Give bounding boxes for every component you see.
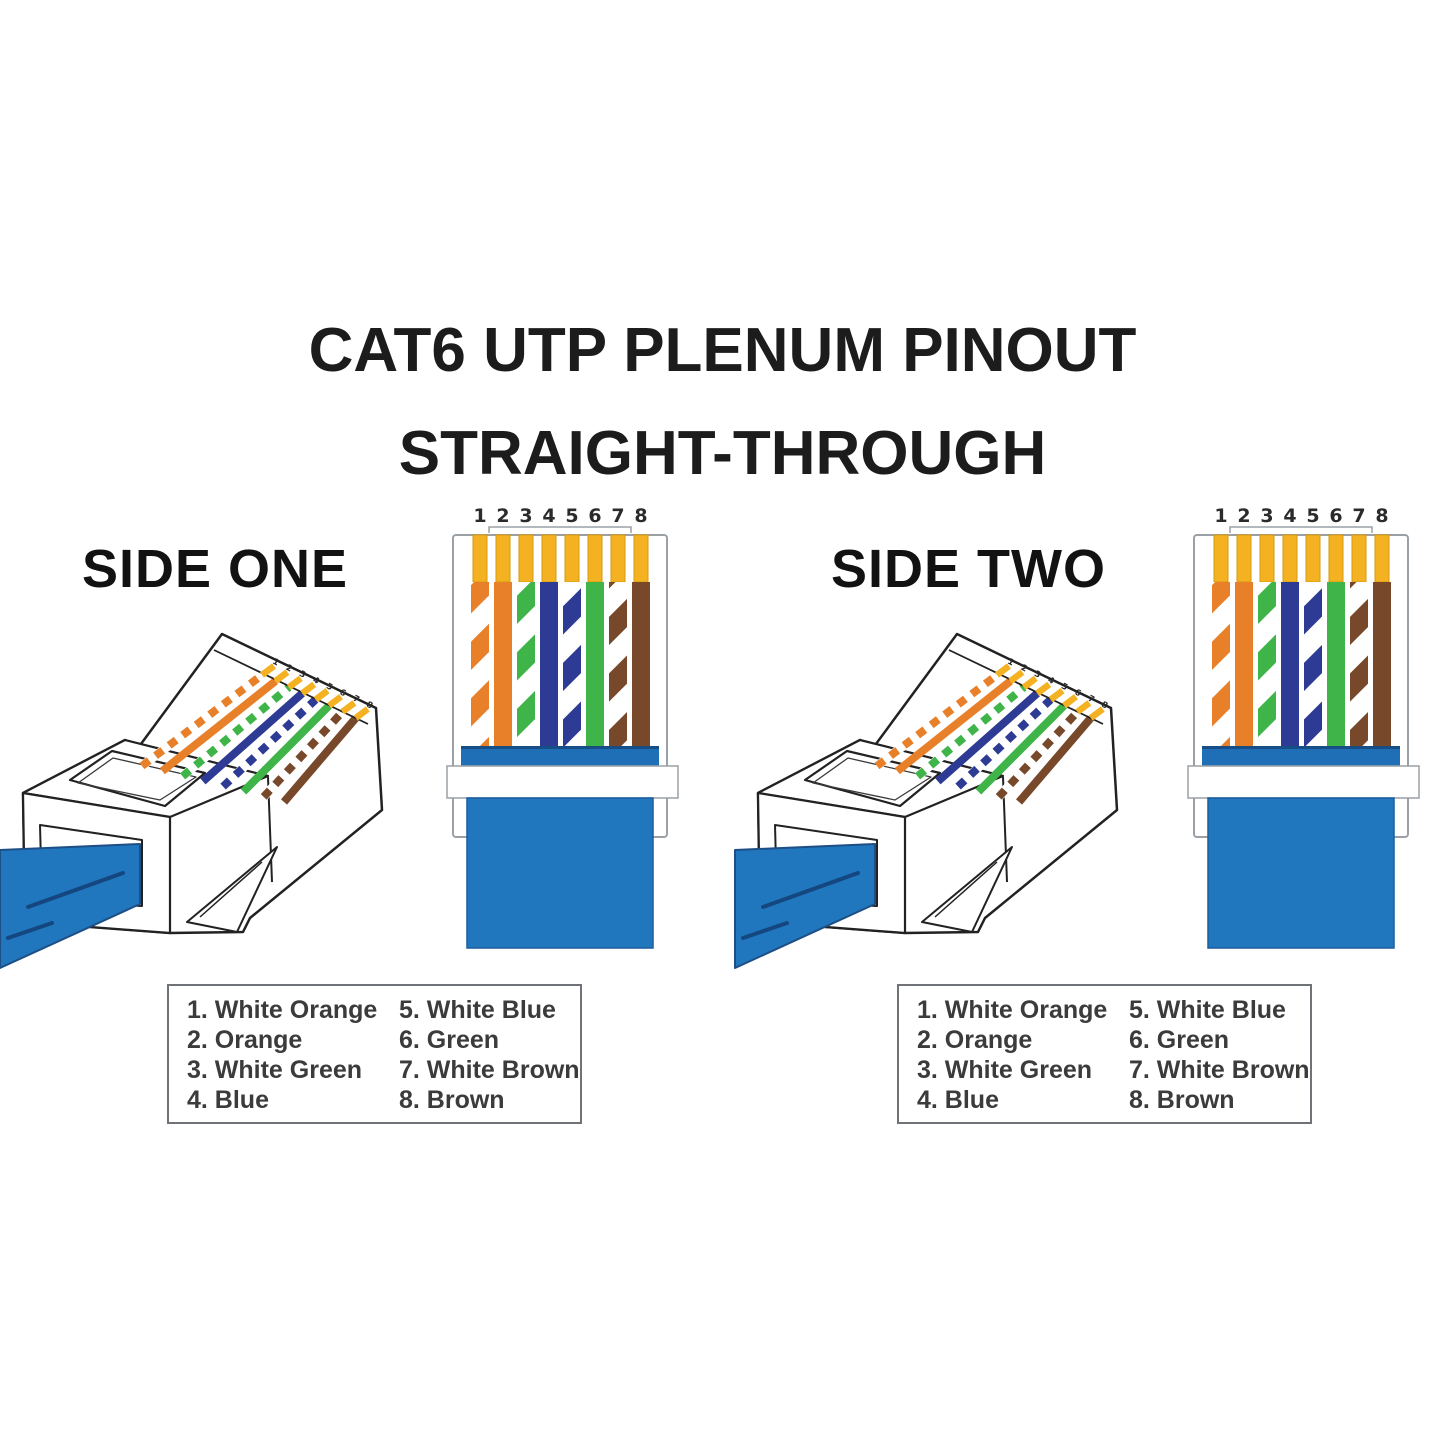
- svg-text:8: 8: [364, 700, 374, 712]
- pin-numbers: 1 2 3 4 5 6 7 8: [473, 505, 647, 527]
- svg-text:7: 7: [351, 694, 361, 706]
- svg-text:6: 6: [588, 505, 601, 527]
- wire-list-column: 1. White Orange 2. Orange 3. White Green…: [917, 995, 1129, 1122]
- side-one-label: SIDE ONE: [82, 539, 349, 599]
- wire-entry: 7. White Brown: [1129, 1056, 1310, 1084]
- rj45-front-view-side-two: [1186, 503, 1421, 950]
- svg-text:5: 5: [324, 681, 334, 693]
- wire-list-column: 1. White Orange 2. Orange 3. White Green…: [187, 995, 399, 1122]
- side-two-label: SIDE TWO: [831, 539, 1106, 599]
- wire-entry: 3. White Green: [187, 1056, 363, 1084]
- svg-text:2: 2: [284, 663, 294, 675]
- svg-text:8: 8: [634, 505, 647, 527]
- legend-box-side-one: 1. White Orange 2. Orange 3. White Green…: [167, 984, 582, 1124]
- wire-entry: 5. White Blue: [399, 996, 556, 1024]
- svg-text:4: 4: [311, 675, 321, 687]
- wire-entry: 5. White Blue: [1129, 996, 1286, 1024]
- wire-entry: 4. Blue: [917, 1086, 999, 1114]
- blue-cable-front: [466, 797, 654, 949]
- svg-text:4: 4: [542, 505, 555, 527]
- svg-text:1: 1: [473, 505, 486, 527]
- pin-numbers-small: 1 2 3 4 5 6 7 8: [271, 657, 375, 712]
- svg-text:3: 3: [297, 669, 307, 681]
- wire-entry: 1. White Orange: [917, 996, 1108, 1024]
- page-title: CAT6 UTP PLENUM PINOUT: [308, 316, 1137, 385]
- rj45-perspective-connector-side-two: [735, 620, 1155, 990]
- number-bracket: [488, 526, 632, 533]
- latch-window: [68, 749, 207, 808]
- wire-entry: 1. White Orange: [187, 996, 378, 1024]
- svg-text:5: 5: [565, 505, 578, 527]
- rj45-front-view-side-one: 1 2 3 4 5 6 7 8: [446, 505, 679, 949]
- wire-entry: 8. Brown: [399, 1086, 505, 1114]
- gold-pin-tips: [260, 663, 370, 721]
- latch-flap: [186, 846, 278, 933]
- svg-text:3: 3: [519, 505, 532, 527]
- wire-entry: 4. Blue: [187, 1086, 269, 1114]
- svg-text:6: 6: [338, 688, 348, 700]
- page-subtitle: STRAIGHT-THROUGH: [398, 419, 1047, 488]
- svg-text:2: 2: [496, 505, 509, 527]
- wire-entry: 6. Green: [399, 1026, 500, 1054]
- wire-entry: 2. Orange: [187, 1026, 303, 1054]
- wires: [139, 671, 359, 805]
- wire-list-column: 5. White Blue 6. Green 7. White Brown 8.…: [399, 995, 580, 1122]
- wire-list-column: 5. White Blue 6. Green 7. White Brown 8.…: [1129, 995, 1310, 1122]
- wire-entry: 3. White Green: [917, 1056, 1093, 1084]
- wire-entry: 2. Orange: [917, 1026, 1033, 1054]
- svg-text:7: 7: [611, 505, 624, 527]
- wire-entry: 7. White Brown: [399, 1056, 580, 1084]
- svg-text:1: 1: [271, 657, 281, 669]
- wire-entry: 6. Green: [1129, 1026, 1230, 1054]
- wires-front: [471, 582, 650, 746]
- cable-jacket-strip: [461, 746, 659, 766]
- blue-cable: [0, 843, 141, 969]
- wire-entry: 8. Brown: [1129, 1086, 1235, 1114]
- legend-box-side-two: 1. White Orange 2. Orange 3. White Green…: [897, 984, 1312, 1124]
- rj45-perspective-connector-side-one: 1 2 3 4 5 6 7 8: [0, 632, 384, 969]
- strain-relief-band: [446, 765, 679, 799]
